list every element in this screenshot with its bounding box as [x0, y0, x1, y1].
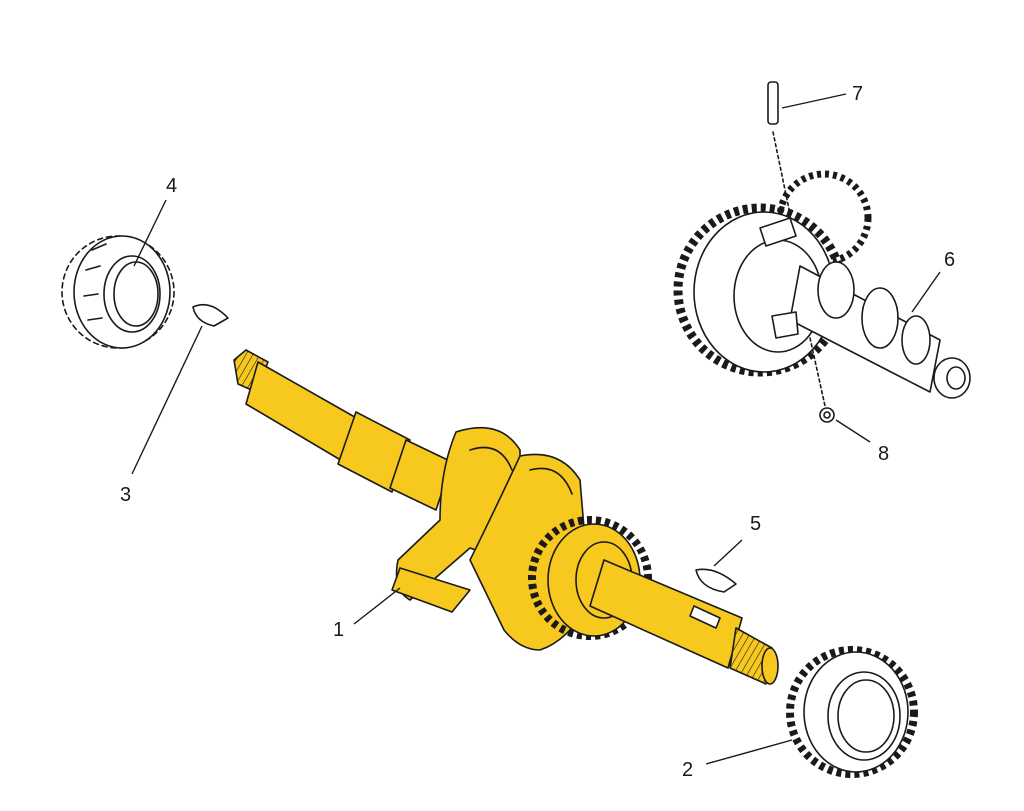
callout-4: 4 [166, 175, 177, 197]
leader-8 [835, 419, 871, 443]
nut-part-8 [809, 337, 835, 423]
callout-8: 8 [878, 443, 889, 465]
key-part-5 [695, 568, 737, 593]
callout-3: 3 [120, 484, 131, 506]
callout-5: 5 [750, 513, 761, 535]
gear-part-2 [786, 646, 918, 778]
leader-1 [353, 587, 401, 625]
callout-1: 1 [333, 619, 344, 641]
callout-2: 2 [682, 759, 693, 781]
callout-labels: 1 2 3 4 5 6 7 8 [120, 83, 955, 781]
leader-5 [713, 539, 743, 567]
leader-3 [131, 325, 203, 475]
callout-7: 7 [852, 83, 863, 105]
leader-2 [705, 739, 793, 765]
crankshaft-part-1 [233, 349, 779, 685]
gear-part-4 [61, 235, 175, 349]
leader-6 [911, 271, 941, 313]
leader-7 [781, 93, 847, 109]
leader-lines [131, 93, 941, 765]
callout-6: 6 [944, 249, 955, 271]
pin-part-7 [767, 81, 791, 215]
leader-4 [133, 199, 167, 267]
camshaft-part-6 [673, 170, 971, 399]
key-part-3 [192, 303, 229, 327]
